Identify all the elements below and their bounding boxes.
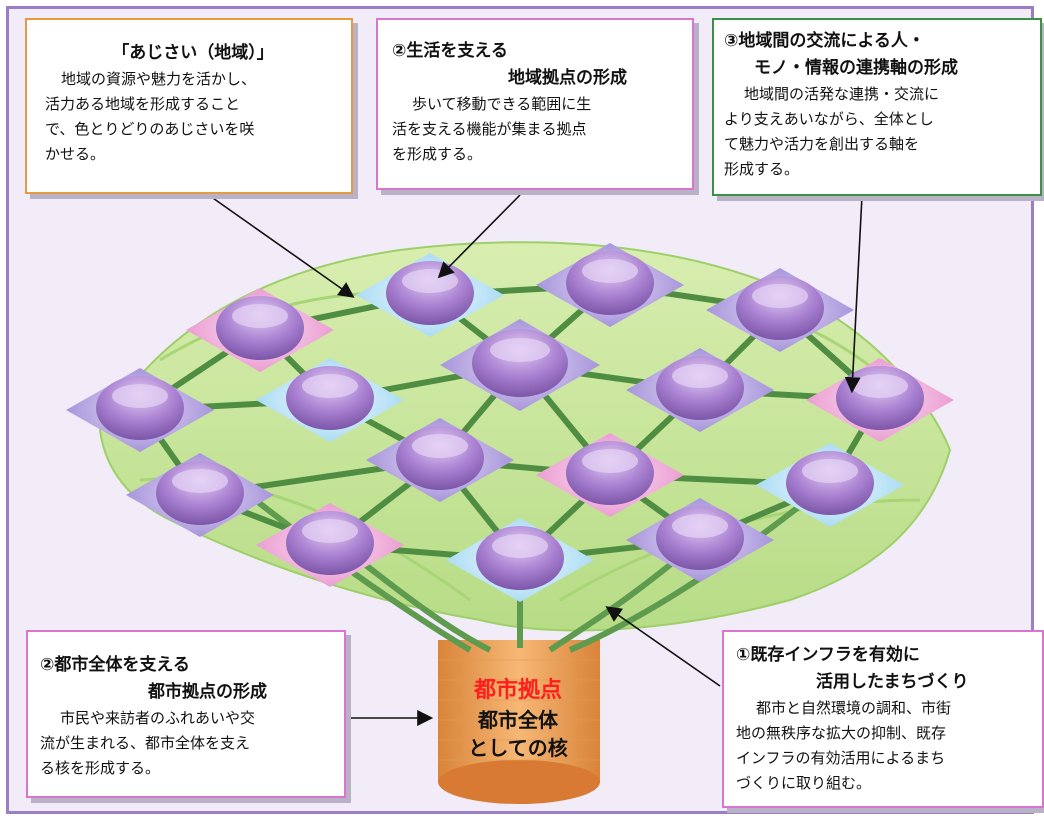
callout-city-hub-title-2: 都市拠点の形成 [148, 682, 267, 702]
callout-city-hub-line: 流が生まれる、都市全体を支え [40, 734, 251, 752]
callout-axis: ③地域間の交流による人・ モノ・情報の連携軸の形成 地域間の活発な連携・交流に … [712, 18, 1042, 196]
callout-life-hub-title-1: ②生活を支える [392, 41, 508, 61]
callout-infra-line: 都市と自然環境の調和、市街 [756, 699, 952, 717]
callout-axis-title-1: ③地域間の交流による人・ [724, 31, 925, 51]
callout-ajisai: 「あじさい（地域）」 地域の資源や魅力を活かし、 活力ある地域を形成すること で… [25, 18, 353, 194]
arrow-axis [844, 195, 863, 394]
city-core-title: 都市拠点 [473, 678, 562, 703]
city-core-subtitle: としての核 [468, 736, 568, 760]
callout-ajisai-line: 活力ある地域を形成すること [45, 95, 241, 113]
callout-city-hub-line: 市民や来訪者のふれあいや交 [60, 709, 256, 727]
callout-axis-line: 地域間の活発な連携・交流に [744, 85, 940, 103]
callout-city-hub-line: る核を形成する。 [40, 759, 161, 777]
city-core-subtitle: 都市全体 [478, 708, 558, 732]
callout-ajisai-line: かせる。 [45, 145, 106, 163]
arrow-life-hub [437, 194, 521, 279]
flower-nodes [66, 243, 954, 602]
callout-ajisai-title: 「あじさい（地域）」 [112, 43, 274, 63]
callout-life-hub: ②生活を支える 地域拠点の形成 歩いて移動できる範囲に生 活を支える機能が集まる… [376, 18, 694, 190]
callout-infra-title-1: ①既存インフラを有効に [736, 645, 920, 665]
callout-axis-line: 形成する。 [724, 160, 800, 178]
callout-infra-line: インフラの有効活用によるまち [736, 749, 946, 767]
callout-infra: ①既存インフラを有効に 活用したまちづくり 都市と自然環境の調和、市街 地の無秩… [722, 630, 1044, 808]
callout-infra-line: 地の無秩序な拡大の抑制、既存 [736, 724, 947, 742]
callout-ajisai-line: で、色とりどりのあじさいを咲 [45, 120, 255, 138]
callout-life-hub-line: 活を支える機能が集まる拠点 [392, 120, 587, 138]
city-core-labels: 都市拠点 都市全体 としての核 [436, 676, 600, 762]
callout-city-hub-title-1: ②都市全体を支える [40, 655, 190, 675]
callout-ajisai-line: 地域の資源や魅力を活かし、 [61, 70, 257, 88]
callout-infra-title-2: 活用したまちづくり [816, 672, 969, 692]
callout-life-hub-line: を形成する。 [392, 145, 483, 163]
callout-city-hub: ②都市全体を支える 都市拠点の形成 市民や来訪者のふれあいや交 流が生まれる、都… [26, 630, 346, 798]
callout-axis-line: より支えあいながら、全体とし [724, 110, 934, 128]
callout-life-hub-line: 歩いて移動できる範囲に生 [412, 95, 592, 113]
callout-axis-line: て魅力や活力を創出する軸を [724, 135, 920, 153]
callout-infra-line: づくりに取り組む。 [736, 774, 872, 792]
callout-life-hub-title-2: 地域拠点の形成 [508, 68, 627, 88]
arrow-ajisai [209, 195, 355, 298]
arrow-infra [605, 606, 721, 687]
callout-axis-title-2: モノ・情報の連携軸の形成 [754, 58, 958, 78]
